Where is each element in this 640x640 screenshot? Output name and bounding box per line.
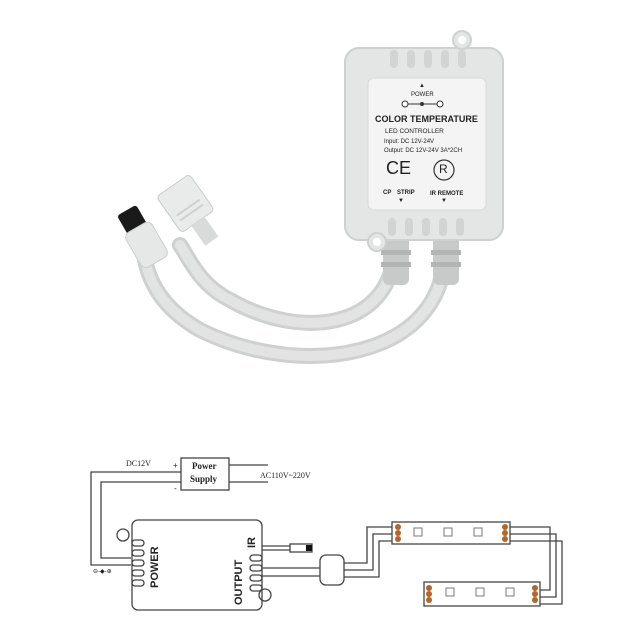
label-subtitle: LED CONTROLLER (385, 128, 444, 135)
label-output: Output: DC 12V-24V 3A*2CH (384, 148, 463, 154)
label-power: POWER (411, 92, 434, 98)
female-connector (157, 175, 219, 246)
power-supply-line2: Supply (190, 474, 218, 484)
power-supply-line1: Power (192, 461, 217, 471)
r-mark: R (439, 162, 448, 176)
power-arrow: ▲ (419, 83, 425, 89)
male-connector (118, 205, 168, 269)
ce-mark: CE (386, 158, 412, 178)
strip-down-arrow: ▼ (398, 198, 404, 204)
controller-ir-label: IR (246, 537, 258, 548)
polarity-symbol: ⊖-◆-⊕ (93, 569, 112, 575)
controller-power-label: POWER (149, 546, 161, 588)
wiring-lines (90, 457, 563, 611)
label-cp: CP (383, 190, 392, 196)
dc-label: DC12V (126, 459, 151, 468)
label-title: COLOR TEMPERATURE (375, 114, 478, 124)
controller-output-label: OUTPUT (233, 559, 245, 605)
wiring-diagram: DC12V + - Power Supply AC110V~220V ⊖-◆-⊕… (0, 400, 640, 640)
ir-down-arrow: ▼ (441, 198, 447, 204)
label-strip: STRIP (397, 190, 415, 196)
label-ir-remote: IR REMOTE (430, 191, 464, 197)
label-input: Input: DC 12V-24V (384, 139, 435, 145)
ac-label: AC110V~220V (260, 471, 311, 480)
minus-label: - (174, 484, 177, 493)
product-photo: ▲ POWER COLOR TEMPERATURE LED CONTROLLER… (118, 30, 504, 364)
controller-illustration (118, 30, 504, 364)
plus-label: + (173, 461, 178, 470)
